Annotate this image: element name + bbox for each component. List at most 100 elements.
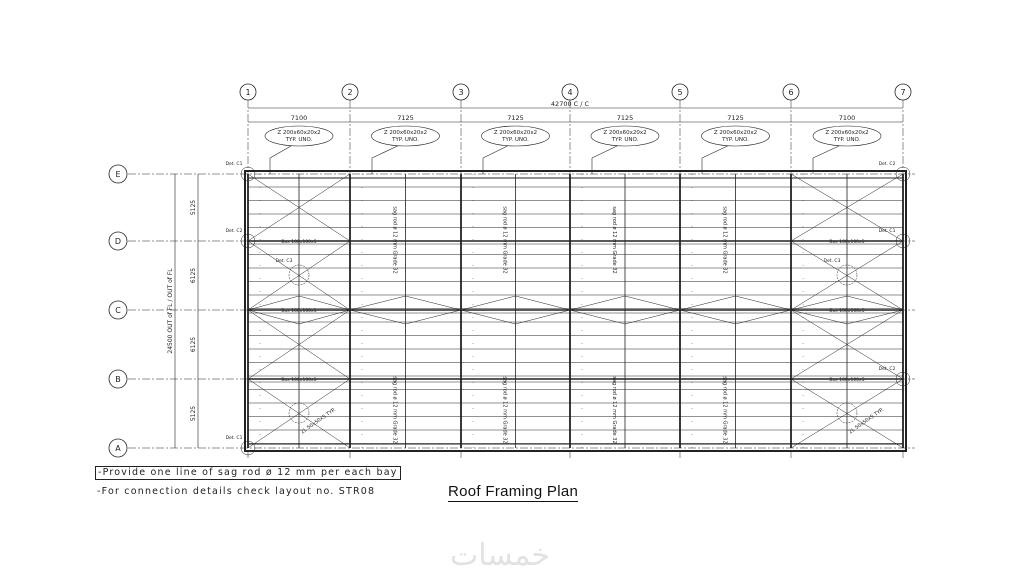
purlin-tag-cloud [264, 125, 334, 147]
dimension-row: 6125 [190, 268, 197, 283]
cross-bracing [790, 240, 904, 311]
bracing-label: 2L 50x50x5 TYP. [848, 407, 885, 436]
ridge-brace [735, 295, 792, 311]
leader-line [371, 145, 398, 159]
grid-bubble-row [108, 369, 128, 389]
ridge-brace [247, 295, 300, 311]
dimension-bay: 7125 [727, 114, 744, 122]
bracing-label: 2L 50x50x5 TYP. [300, 407, 337, 436]
sag-rod-label: sag rod ø 12 mm Grade 32 [611, 376, 617, 443]
purlin-tag-note: TYP. UNO. [285, 137, 313, 143]
box-beam-label: Box 100x100x5 [281, 308, 316, 314]
connection-detail-circle [895, 166, 911, 182]
box-beam-label: Box 100x100x5 [829, 377, 864, 383]
ridge-brace [846, 309, 904, 325]
leader-line [482, 145, 508, 159]
drawing-title: Roof Framing Plan [448, 483, 579, 502]
grid-label-row: A [115, 444, 121, 453]
dimension-overall: 42700 C / C [551, 100, 590, 108]
connection-detail-circle [895, 233, 911, 249]
detail-label: Det. C3 [824, 258, 841, 264]
cross-bracing [790, 309, 904, 380]
ridge-brace [298, 309, 351, 325]
dimension-bay: 7125 [617, 114, 634, 122]
dimension-row: 6125 [190, 337, 197, 352]
purlin-tag-note: TYP. UNO. [611, 137, 639, 143]
connection-detail-circle [240, 440, 256, 456]
connection-detail-circle [895, 371, 911, 387]
purlin-tag-cloud [590, 125, 660, 147]
sag-rod-label: sag rod ø 12 mm Grade 32 [502, 376, 508, 443]
detail-label: Det. C2 [226, 228, 243, 234]
grid-label-column: 6 [788, 88, 793, 97]
watermark-logo: خمسات [450, 538, 551, 573]
purlin-tag-size: Z 200x60x20x2 [494, 130, 537, 136]
sag-rod-label: sag rod ø 12 mm Grade 32 [722, 206, 728, 273]
detail-label: Det. C1 [226, 161, 243, 167]
ridge-brace [460, 309, 516, 325]
grid-label-row: C [115, 306, 121, 315]
dimension-row: 5125 [190, 200, 197, 215]
ridge-brace [790, 309, 848, 325]
ridge-brace [624, 309, 681, 325]
ridge-brace [349, 309, 406, 325]
grid-bubble-row [108, 231, 128, 251]
grid-label-row: B [115, 375, 121, 384]
dimension-overall-rows: 24500 OUT of FL / OUT of FL [167, 268, 174, 354]
grid-bubble-column [239, 83, 257, 101]
sag-rod-label: sag rod ø 12 mm Grade 32 [611, 206, 617, 273]
grid-label-column: 4 [567, 88, 572, 97]
ridge-brace [515, 295, 571, 311]
ridge-brace [679, 295, 736, 311]
ridge-brace [247, 309, 300, 325]
sag-rod-label: sag rod ø 12 mm Grade 32 [502, 206, 508, 273]
purlin-tag-note: TYP. UNO. [833, 137, 861, 143]
dimension-bay: 7100 [291, 114, 308, 122]
ridge-brace [515, 309, 571, 325]
ridge-brace [298, 295, 351, 311]
grid-label-column: 3 [458, 88, 463, 97]
leader-line [591, 145, 618, 159]
detail-circle [288, 264, 310, 286]
box-beam-label: Box 100x100x5 [829, 239, 864, 245]
purlin-tag-size: Z 200x60x20x2 [714, 130, 757, 136]
ridge-brace [405, 309, 462, 325]
detail-label: Det. C2 [879, 161, 896, 167]
grid-bubble-column [561, 83, 579, 101]
ridge-brace [790, 295, 848, 311]
detail-circle [836, 264, 858, 286]
grid-label-column: 5 [677, 88, 682, 97]
detail-label: Det. C1 [226, 435, 243, 441]
detail-label: Det. C2 [879, 366, 896, 372]
grid-bubble-row [108, 300, 128, 320]
dimension-row: 5125 [190, 406, 197, 421]
connection-detail-circle [240, 233, 256, 249]
grid-bubble-row [108, 438, 128, 458]
roof-frame-outline [244, 170, 907, 452]
cross-bracing [247, 173, 351, 242]
detail-label: Det. C1 [879, 228, 896, 234]
cross-bracing [790, 378, 904, 449]
ridge-brace [569, 295, 626, 311]
grid-bubble-column [894, 83, 912, 101]
cross-bracing [247, 240, 351, 311]
dimension-bay: 7125 [507, 114, 524, 122]
connection-detail-circle [240, 166, 256, 182]
grid-label-column: 7 [900, 88, 905, 97]
ridge-brace [460, 295, 516, 311]
sag-rod-label: sag rod ø 12 mm Grade 32 [392, 206, 398, 273]
grid-label-row: E [115, 170, 120, 179]
sag-rod-label: sag rod ø 12 mm Grade 32 [392, 376, 398, 443]
sag-rod-label: sag rod ø 12 mm Grade 32 [722, 376, 728, 443]
note-sag-rod: -Provide one line of sag rod ø 12 mm per… [95, 466, 401, 480]
grid-label-row: D [115, 237, 121, 246]
ridge-brace [405, 295, 462, 311]
purlin-tag-note: TYP. UNO. [391, 137, 419, 143]
purlin-tag-size: Z 200x60x20x2 [384, 130, 427, 136]
purlin-tag-size: Z 200x60x20x2 [603, 130, 646, 136]
grid-label-column: 2 [347, 88, 352, 97]
dimension-bay: 7125 [397, 114, 414, 122]
note-connection-details: -For connection details check layout no.… [97, 486, 376, 497]
box-beam-label: Box 100x100x5 [829, 308, 864, 314]
